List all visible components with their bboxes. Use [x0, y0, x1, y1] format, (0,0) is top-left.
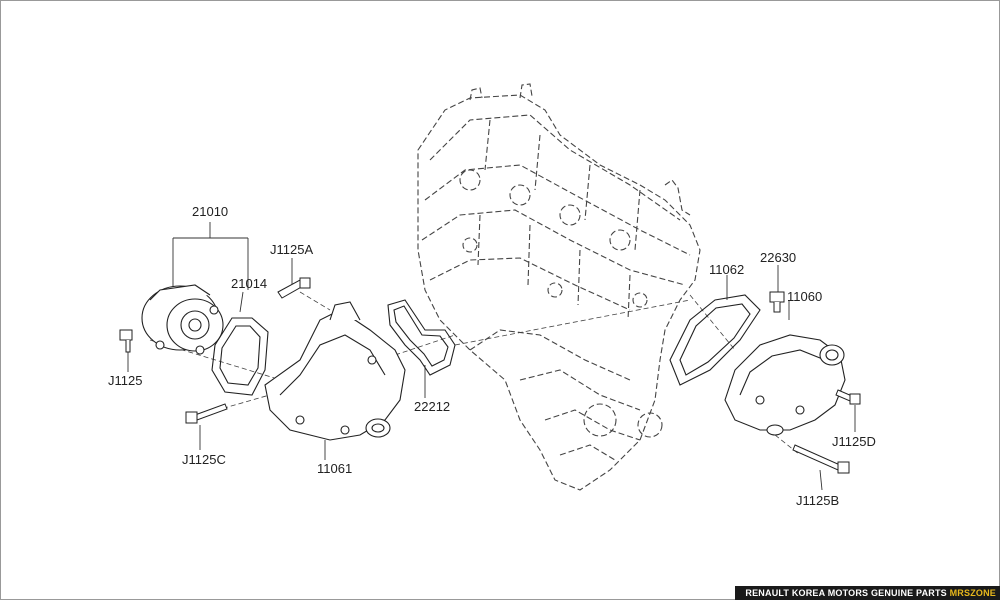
- gasket-11062: [669, 294, 761, 386]
- sensor-22630: [769, 291, 785, 313]
- footer-text: RENAULT KOREA MOTORS GENUINE PARTS: [745, 588, 947, 598]
- footer-brand: MRSZONE: [949, 588, 996, 598]
- leader-lines: [127, 222, 856, 491]
- gasket-21014: [211, 317, 269, 396]
- bolt-J1125: [119, 329, 133, 353]
- part-label-J1125C[interactable]: J1125C: [182, 452, 226, 467]
- part-label-11062[interactable]: 11062: [709, 262, 745, 277]
- bolt-J1125A: [277, 277, 311, 299]
- part-label-J1125D[interactable]: J1125D: [832, 434, 876, 449]
- bolt-J1125D: [835, 389, 861, 405]
- gasket-22212: [387, 299, 456, 376]
- part-label-22630[interactable]: 22630: [760, 250, 797, 265]
- part-label-21010[interactable]: 21010: [192, 204, 229, 219]
- footer-watermark: RENAULT KOREA MOTORS GENUINE PARTS MRSZO…: [735, 586, 1000, 600]
- part-label-J1125[interactable]: J1125: [108, 373, 143, 388]
- engine-block-outline: [417, 83, 701, 491]
- water-pump-21010: [141, 284, 224, 355]
- part-label-22212[interactable]: 22212: [414, 399, 451, 414]
- bolt-J1125C: [185, 403, 228, 424]
- part-label-11060[interactable]: 11060: [787, 289, 823, 304]
- bolt-J1125B: [792, 444, 850, 474]
- part-label-J1125B[interactable]: J1125B: [796, 493, 840, 508]
- part-label-21014[interactable]: 21014: [231, 276, 268, 291]
- part-label-J1125A[interactable]: J1125A: [270, 242, 314, 257]
- outlet-housing-11060: [724, 334, 846, 436]
- thermostat-housing-11061: [264, 301, 406, 441]
- part-label-11061[interactable]: 11061: [317, 461, 353, 476]
